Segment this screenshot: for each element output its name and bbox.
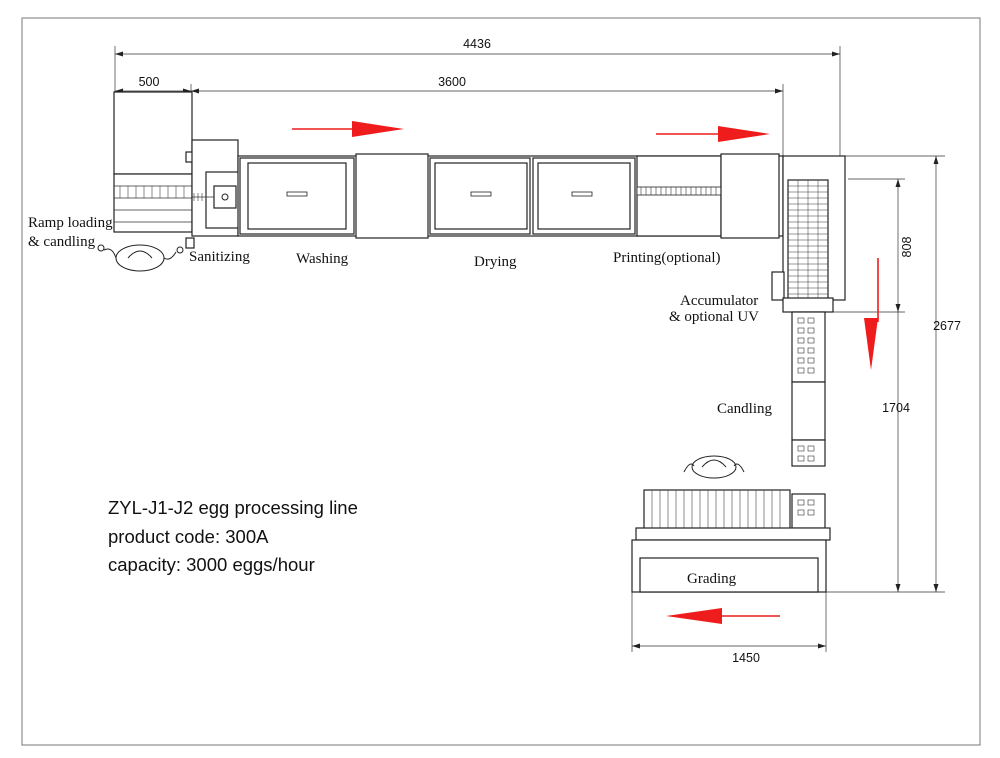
dimension-1450: 1450 [631, 592, 827, 665]
label-printing: Printing(optional) [613, 250, 721, 266]
label-sanitizing: Sanitizing [189, 249, 250, 265]
flow-arrow-right-2 [656, 126, 770, 142]
dimension-808: 808 [848, 178, 914, 312]
vertical-conveyor [791, 311, 826, 529]
washing-transfer [355, 153, 429, 239]
dimension-2677: 2677 [783, 155, 961, 592]
label-grading: Grading [687, 571, 737, 587]
washing-unit [239, 157, 355, 235]
flow-arrow-right-1 [292, 121, 404, 137]
dimension-4436-label: 4436 [463, 37, 491, 51]
dimension-3600-label: 3600 [438, 75, 466, 89]
label-ramp-candling: & candling [28, 234, 96, 250]
accumulator-unit [771, 155, 846, 313]
dimension-2677-label: 2677 [933, 319, 961, 333]
label-candling: Candling [717, 401, 772, 417]
dimension-1704: 1704 [825, 311, 945, 593]
ramp-loading-machine [113, 91, 195, 249]
dimension-808-label: 808 [900, 237, 914, 258]
drawing-frame [21, 17, 981, 746]
info-product-code: product code: 300A [108, 526, 269, 547]
grading-machine [631, 489, 831, 593]
label-optional-uv: & optional UV [669, 309, 759, 325]
label-accumulator: Accumulator [680, 293, 758, 309]
info-capacity: capacity: 3000 eggs/hour [108, 554, 315, 575]
drying-unit-2 [532, 157, 636, 235]
label-washing: Washing [296, 251, 349, 267]
dimension-1450-label: 1450 [732, 651, 760, 665]
sanitizing-unit [191, 139, 241, 237]
flow-arrow-left [666, 608, 780, 624]
label-ramp-loading: Ramp loading [28, 215, 113, 231]
drying-unit-1 [429, 157, 531, 235]
dimension-1704-label: 1704 [882, 401, 910, 415]
label-drying: Drying [474, 254, 517, 270]
flow-arrow-down [864, 258, 879, 370]
operator-icon-loading [97, 244, 184, 272]
dimension-3600: 3600 [191, 75, 784, 158]
operator-icon-candling [683, 455, 745, 479]
printing-unit [636, 153, 780, 239]
info-model: ZYL-J1-J2 egg processing line [108, 497, 358, 518]
dimension-500-label: 500 [139, 75, 160, 89]
